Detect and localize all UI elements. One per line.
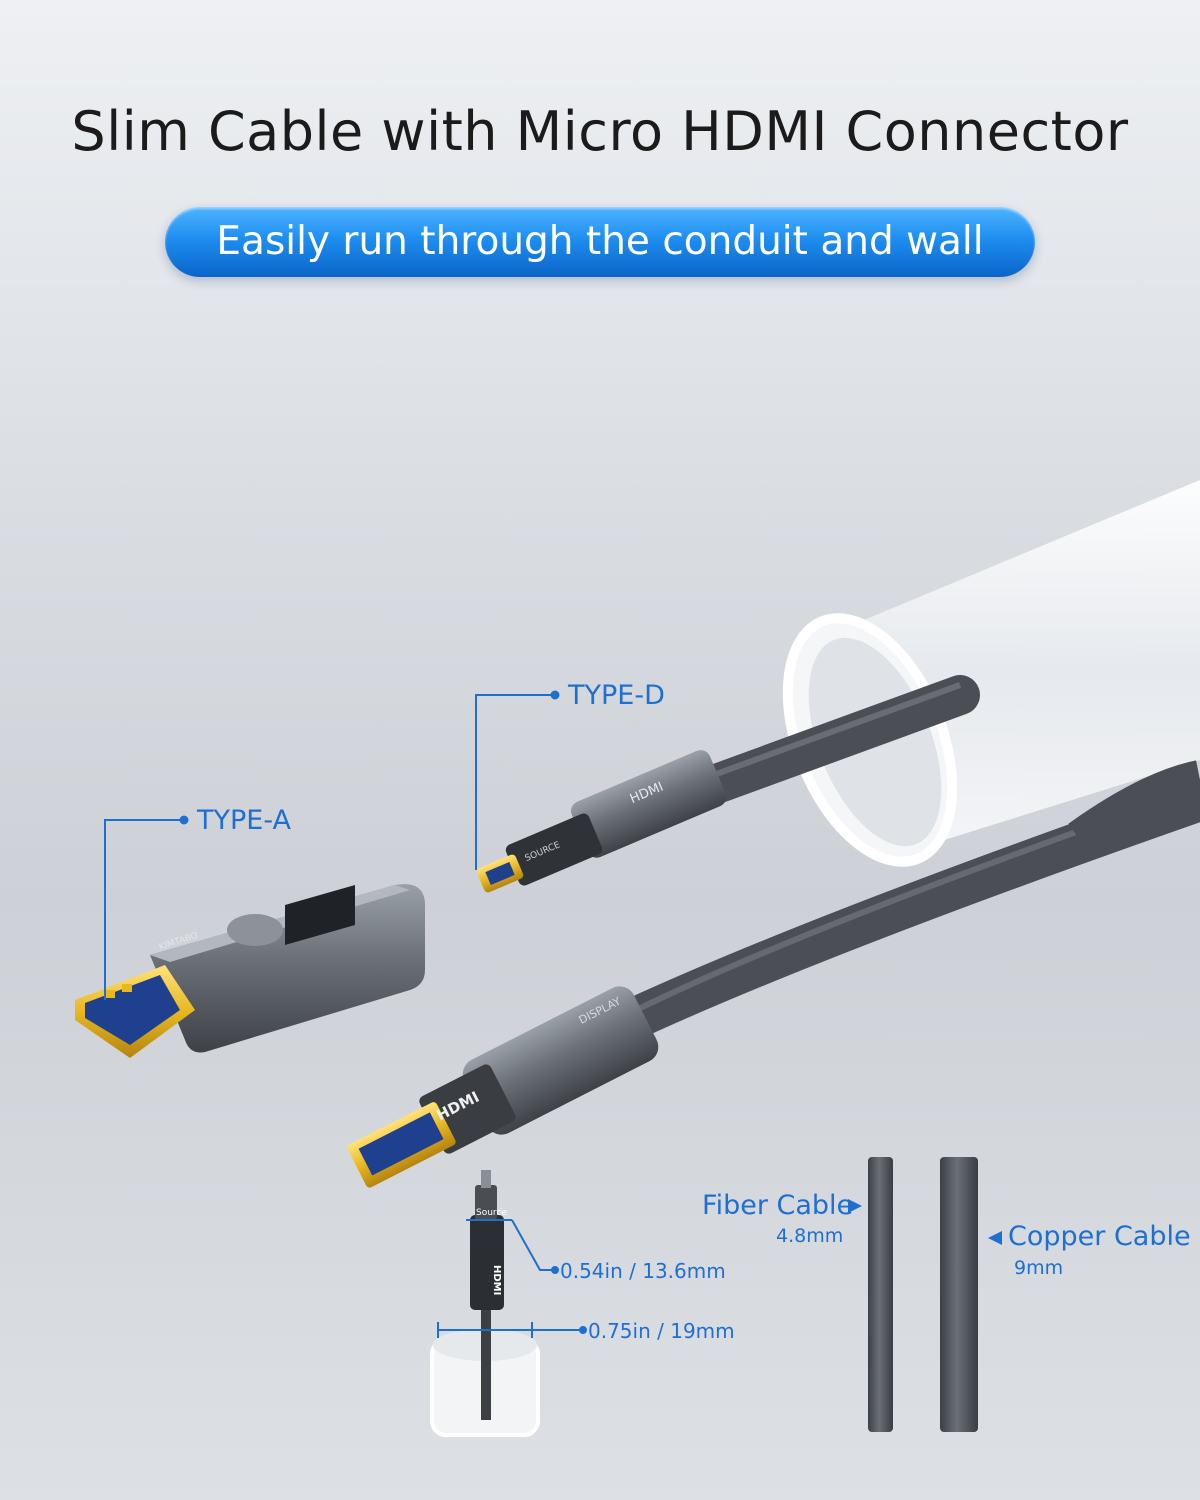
svg-text:Source: Source [476, 1208, 507, 1218]
dimension-drawing: Source HDMI [430, 1170, 587, 1437]
copper-cable-sample [940, 1157, 978, 1432]
feature-banner: Easily run through the conduit and wall [165, 207, 1035, 277]
copper-arrow-icon [988, 1231, 1002, 1245]
fiber-cable-label: Fiber Cable [702, 1190, 854, 1221]
type-d-connector: HDMI SOURCE [476, 750, 727, 893]
upper-cable [680, 675, 980, 810]
page-title: Slim Cable with Micro HDMI Connector [71, 100, 1129, 163]
type-d-label: TYPE-D [568, 680, 665, 711]
head-width-dimension: 0.54in / 13.6mm [560, 1259, 726, 1283]
svg-text:HDMI: HDMI [491, 1265, 502, 1295]
conduit-width-dimension: 0.75in / 19mm [588, 1319, 735, 1343]
type-a-label: TYPE-A [197, 805, 291, 836]
main-type-a-connector: HDMI DISPLAY [347, 986, 659, 1188]
type-a-adapter: KIMTABO [75, 884, 425, 1058]
fiber-cable-size: 4.8mm [776, 1225, 844, 1247]
fiber-arrow-icon [848, 1199, 862, 1213]
copper-cable-label: Copper Cable [1008, 1221, 1191, 1252]
copper-cable-size: 9mm [1014, 1257, 1064, 1279]
callout-lines [104, 690, 560, 1000]
fiber-cable-sample [868, 1157, 893, 1432]
